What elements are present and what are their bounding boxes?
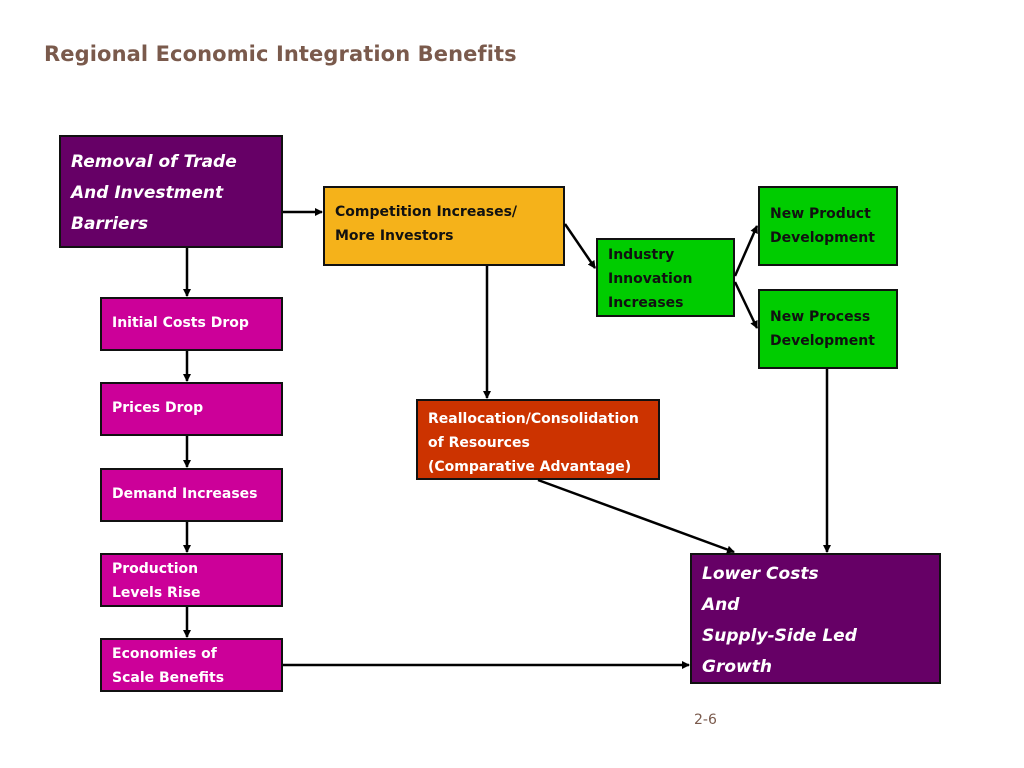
reallocation-label: Reallocation/Consolidation of Resources … (428, 411, 639, 475)
new-process-label: New Process Development (770, 309, 875, 349)
removal-of-barriers-label: Removal of Trade And Investment Barriers (71, 152, 237, 234)
production-levels-box: Production Levels Rise (100, 553, 283, 607)
lower-costs-label: Lower Costs And Supply-Side Led Growth (702, 564, 857, 677)
industry-innovation-label: Industry Innovation Increases (608, 247, 693, 311)
prices-drop-box: Prices Drop (100, 382, 283, 436)
slide-title: Regional Economic Integration Benefits (44, 42, 517, 66)
new-product-label: New Product Development (770, 206, 875, 246)
page-number: 2-6 (694, 712, 717, 728)
arrow-innovation-to-product (733, 225, 759, 277)
reallocation-box: Reallocation/Consolidation of Resources … (416, 399, 660, 480)
demand-increases-box: Demand Increases (100, 468, 283, 522)
prices-drop-label: Prices Drop (112, 400, 204, 416)
economies-of-scale-label: Economies of Scale Benefits (112, 646, 225, 686)
initial-costs-drop-box: Initial Costs Drop (100, 297, 283, 351)
competition-increases-box: Competition Increases/ More Investors (323, 186, 565, 266)
competition-increases-label: Competition Increases/ More Investors (335, 204, 518, 244)
industry-innovation-box: Industry Innovation Increases (596, 238, 735, 317)
economies-of-scale-box: Economies of Scale Benefits (100, 638, 283, 692)
initial-costs-drop-label: Initial Costs Drop (112, 315, 249, 331)
arrow-competition-to-innovation (563, 223, 597, 269)
new-process-box: New Process Development (758, 289, 898, 369)
demand-increases-label: Demand Increases (112, 486, 258, 502)
new-product-box: New Product Development (758, 186, 898, 266)
arrow-reallocation-to-lower-costs (537, 478, 735, 554)
production-levels-label: Production Levels Rise (112, 561, 201, 601)
lower-costs-box: Lower Costs And Supply-Side Led Growth (690, 553, 941, 684)
arrow-innovation-to-process (733, 281, 759, 329)
removal-of-barriers-box: Removal of Trade And Investment Barriers (59, 135, 283, 248)
